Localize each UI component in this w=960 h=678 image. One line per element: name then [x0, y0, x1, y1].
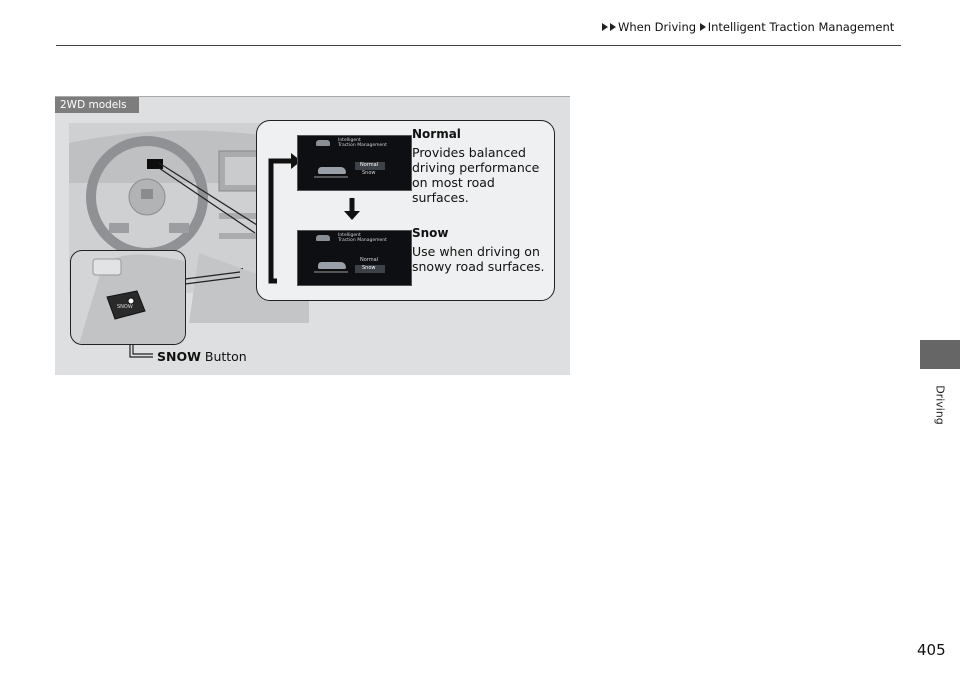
screen-mode-option: Snow [362, 170, 376, 176]
screen-header: Intelligent [338, 233, 361, 238]
breadcrumb-arrow-icon [602, 23, 608, 31]
button-engraving: SNOW [117, 304, 133, 310]
section-label: Driving [933, 385, 947, 425]
road-icon [314, 271, 348, 273]
breadcrumb-arrow-icon [699, 23, 706, 31]
screen-header: Intelligent [338, 138, 361, 143]
vehicle-icon [316, 140, 330, 146]
breadcrumb: When Driving Intelligent Traction Manage… [602, 20, 894, 34]
header-rule [56, 45, 901, 46]
snow-button-label: SNOW Button [157, 349, 247, 364]
vehicle-icon [318, 262, 346, 269]
snow-label-bold: SNOW [157, 349, 201, 364]
section-tab [920, 340, 960, 369]
desc-line: on most road surfaces. [412, 175, 495, 205]
desc-line: Provides balanced [412, 145, 526, 160]
mode-description: Provides balanced driving performance on… [412, 145, 554, 205]
screen-mode-option: Snow [362, 265, 376, 271]
desc-line: Use when driving on [412, 244, 540, 259]
figure-panel: 2WD models Intelligent [55, 96, 570, 375]
mode-title: Normal [412, 127, 461, 141]
snow-button-closeup: SNOW [79, 254, 185, 344]
breadcrumb-item: When Driving [618, 20, 697, 34]
leader-lines [129, 162, 258, 358]
mode-title: Snow [412, 226, 449, 240]
vehicle-icon [318, 167, 346, 174]
breadcrumb-arrow-icon [610, 23, 616, 31]
screen-header: Traction Management [338, 143, 387, 148]
screen-mode-option: Normal [360, 257, 379, 263]
screen-header: Traction Management [338, 238, 387, 243]
breadcrumb-item: Intelligent Traction Management [707, 20, 895, 34]
selection-highlight [355, 162, 385, 170]
snow-label-rest: Button [200, 349, 247, 364]
desc-line: snowy road surfaces. [412, 259, 545, 274]
model-tag: 2WD models [55, 97, 139, 113]
snow-button-inset: SNOW [70, 250, 186, 345]
desc-line: driving performance [412, 160, 540, 175]
screen-mode-option: Normal [360, 162, 379, 168]
normal-mode-screen: Intelligent Traction Management Normal S… [297, 135, 412, 191]
vehicle-icon [316, 235, 330, 241]
road-icon [314, 176, 348, 178]
mode-cycle-arrows [268, 153, 360, 284]
page-number: 405 [917, 641, 946, 659]
snow-mode-screen: Intelligent Traction Management Normal S… [297, 230, 412, 286]
mode-callout: Intelligent Traction Management Normal S… [256, 120, 555, 301]
mode-description: Use when driving on snowy road surfaces. [412, 244, 544, 274]
selection-highlight [355, 265, 385, 273]
